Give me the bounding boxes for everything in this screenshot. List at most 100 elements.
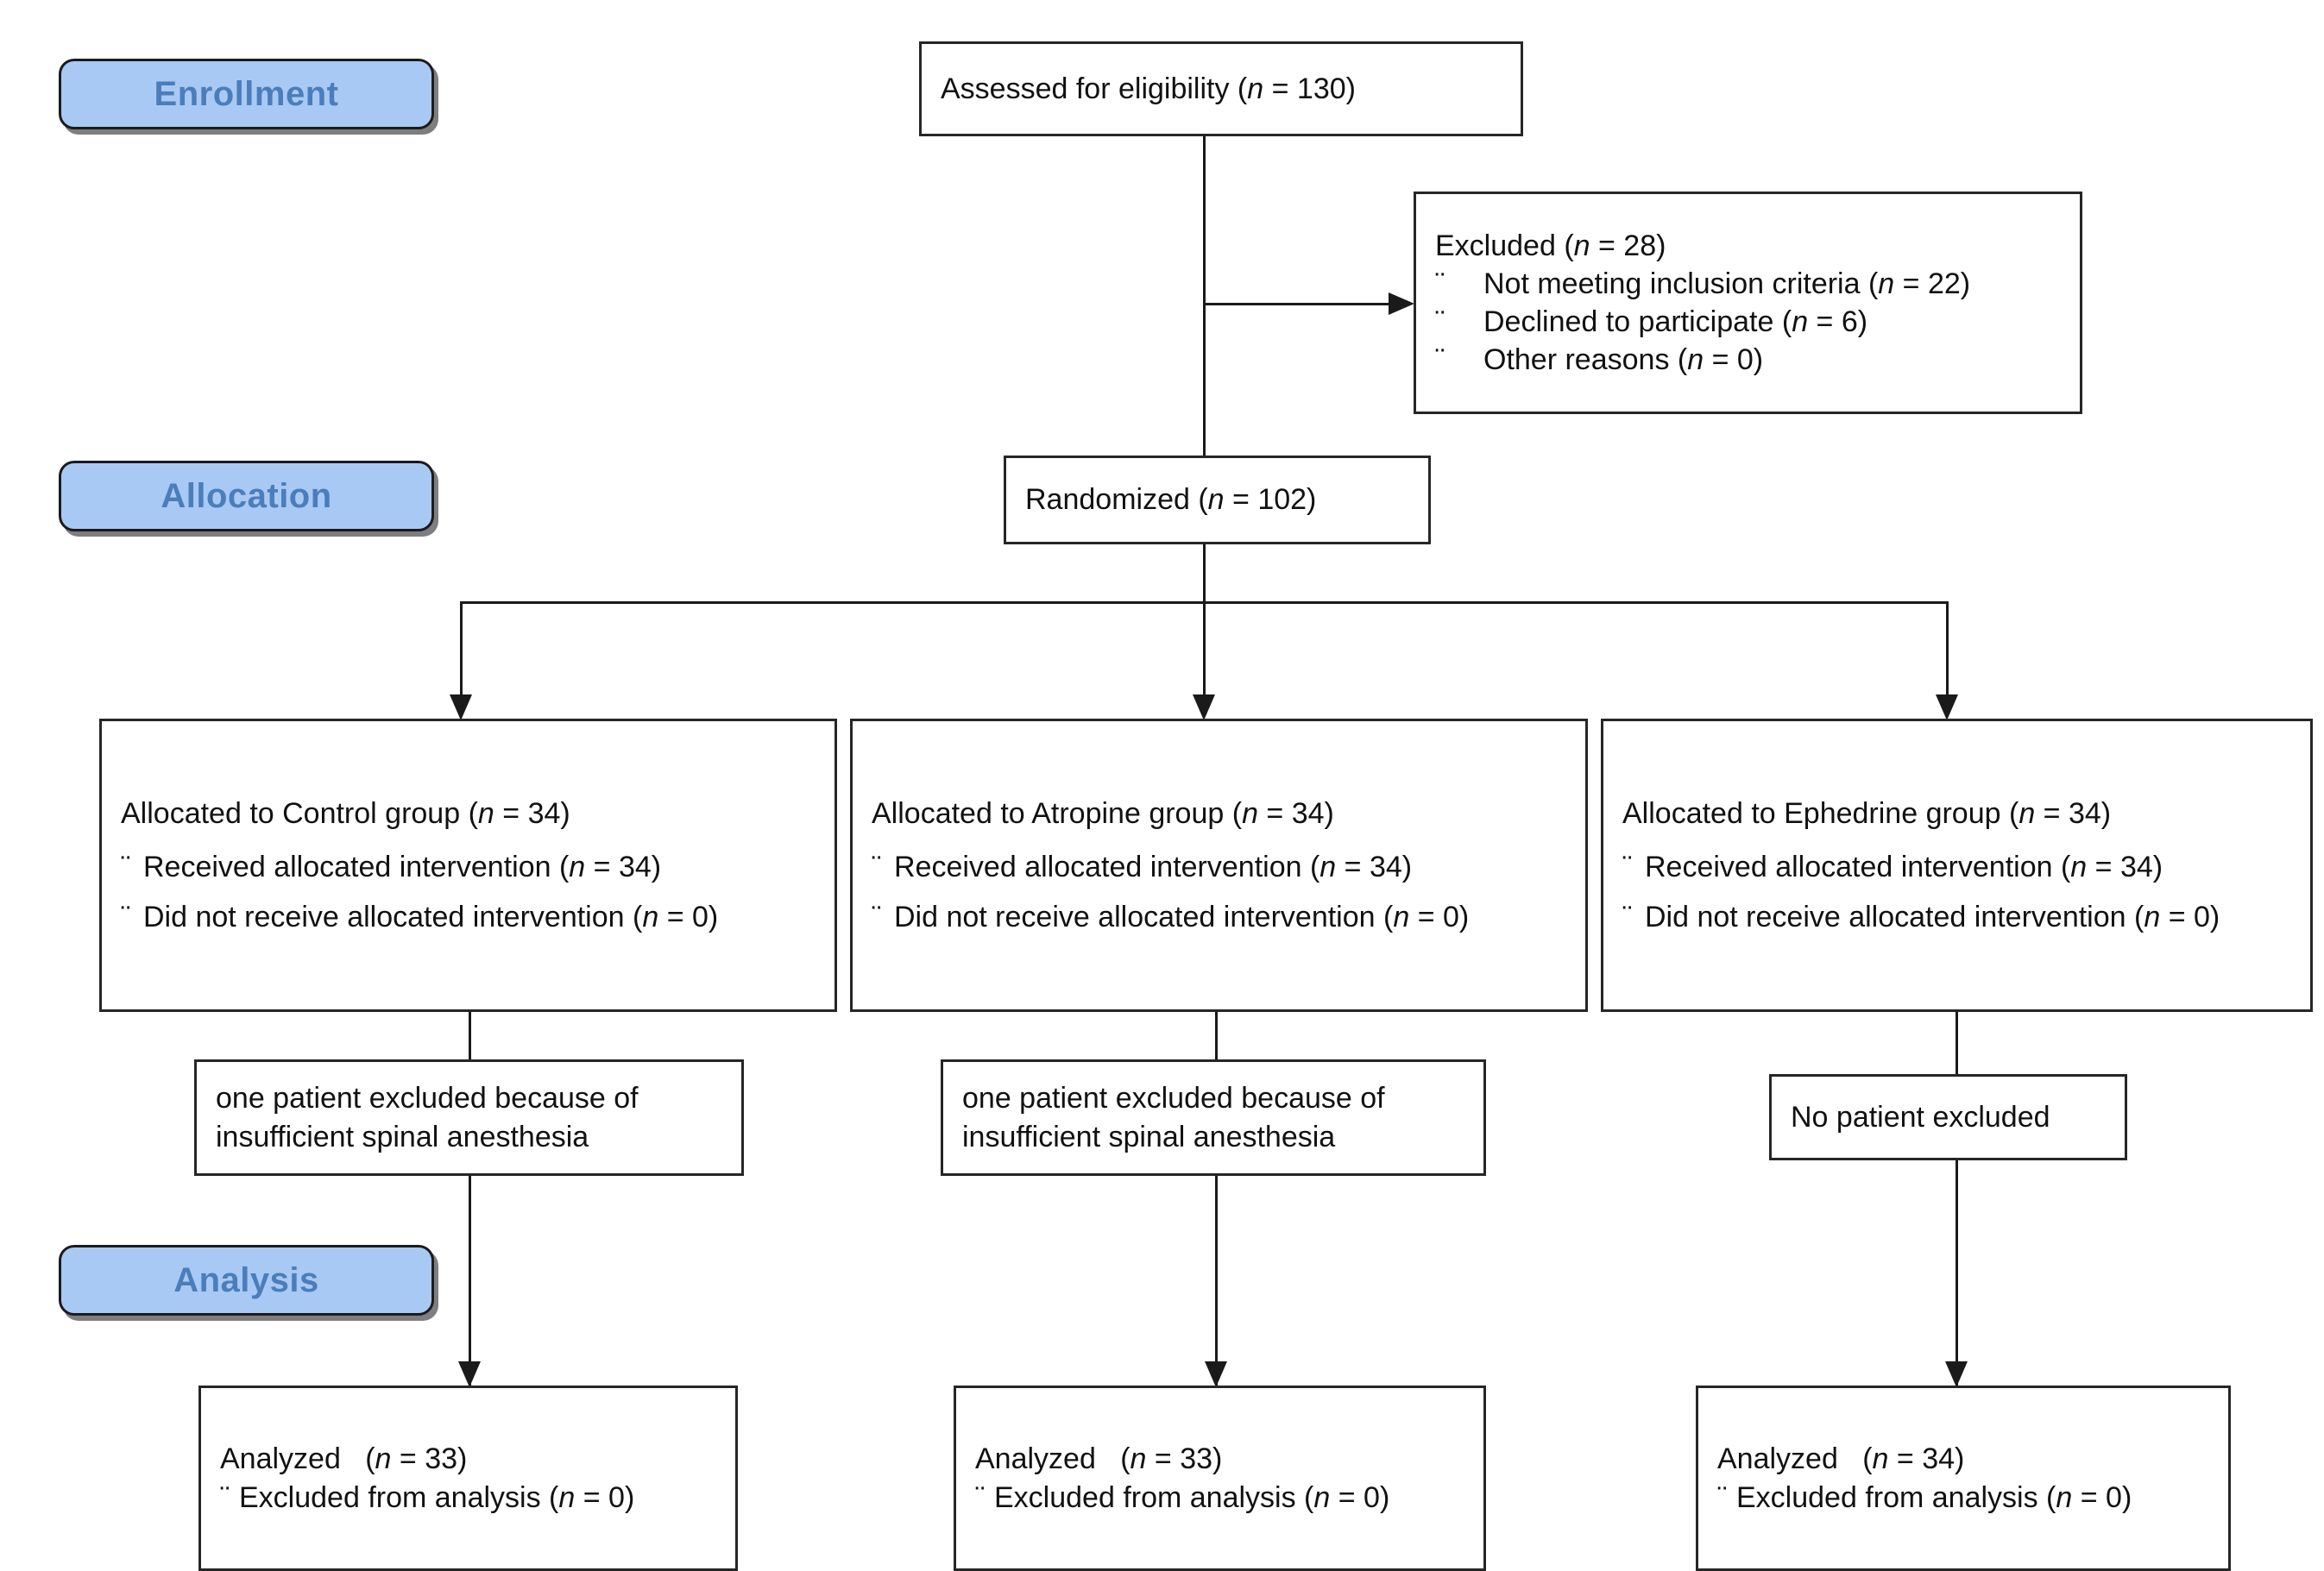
stage-label-enrollment: Enrollment xyxy=(59,59,434,129)
allocated-atropine-heading: Allocated to Atropine group (n = 34) xyxy=(872,795,1573,833)
excluded-reason-n: n xyxy=(1687,343,1704,377)
connector-split-to-atropine xyxy=(1203,601,1206,701)
analyzed-label: Analyzed xyxy=(975,1442,1096,1476)
allocated-heading-suffix: = 34) xyxy=(2035,796,2112,830)
allocated-not-received-text: Did not receive allocated intervention (… xyxy=(143,898,718,936)
bullet-icon: ¨ xyxy=(1435,305,1445,338)
excluded-heading: Excluded (n = 28) xyxy=(1435,227,2068,265)
analysis-excluded-value: = 0) xyxy=(575,1480,635,1514)
randomized-text: Randomized (n = 102) xyxy=(1025,481,1416,518)
arrow-to-analyzed-atropine xyxy=(1205,1361,1227,1387)
excluded-reason-n: n xyxy=(1792,305,1809,338)
connector-randomized-to-split xyxy=(1203,544,1206,603)
node-randomized: Randomized (n = 102) xyxy=(1004,456,1431,544)
allocated-received-text: Received allocated intervention (n = 34) xyxy=(1645,848,2163,886)
excluded-reason-value: = 22) xyxy=(1894,267,1971,300)
analyzed-control-line: Analyzed (n = 33) xyxy=(220,1440,723,1478)
allocated-heading-n: n xyxy=(1242,796,1258,830)
connector-split-to-ephedrine xyxy=(1946,601,1949,701)
analyzed-atropine-line: Analyzed (n = 33) xyxy=(975,1440,1471,1478)
connector-ephedrine-to-analysis xyxy=(1956,1012,1958,1386)
bullet-icon: ¨ xyxy=(975,1480,986,1514)
assessed-n-symbol: n xyxy=(1247,72,1264,105)
analyzed-open-paren: ( xyxy=(1120,1442,1131,1476)
excluded-reason-text: Not meeting inclusion criteria (n = 22) xyxy=(1483,265,1970,303)
allocated-control-heading: Allocated to Control group (n = 34) xyxy=(121,795,822,833)
allocated-received-prefix: Received allocated intervention ( xyxy=(1645,850,2071,883)
allocated-not-received-n: n xyxy=(2144,901,2161,934)
allocated-heading-prefix: Allocated to Ephedrine group ( xyxy=(1622,796,2019,830)
allocated-not-received-suffix: = 0) xyxy=(2160,901,2220,934)
connector-to-excluded xyxy=(1203,303,1389,305)
arrow-to-analyzed-ephedrine xyxy=(1945,1361,1968,1387)
allocated-not-received-prefix: Did not receive allocated intervention ( xyxy=(894,901,1394,934)
excluded-reason-label: Not meeting inclusion criteria ( xyxy=(1483,267,1879,300)
connector-control-to-analysis xyxy=(469,1012,471,1386)
allocated-received-prefix: Received allocated intervention ( xyxy=(894,850,1320,883)
analysis-excluded-text: Excluded from analysis (n = 0) xyxy=(994,1479,1389,1517)
excluded-heading-n: n xyxy=(1573,229,1590,262)
stage-label-analysis: Analysis xyxy=(59,1245,434,1316)
bullet-icon: ¨ xyxy=(220,1480,230,1514)
allocated-not-received-item: ¨ Did not receive allocated intervention… xyxy=(872,898,1573,936)
node-followup-ephedrine: No patient excluded xyxy=(1769,1074,2127,1160)
arrow-to-ephedrine-group xyxy=(1936,694,1958,720)
stage-label-analysis-text: Analysis xyxy=(173,1261,319,1299)
excluded-reason-n: n xyxy=(1878,267,1895,300)
randomized-text-suffix: = 102) xyxy=(1224,483,1317,517)
randomized-n-symbol: n xyxy=(1207,483,1225,517)
analysis-excluded-text: Excluded from analysis (n = 0) xyxy=(239,1479,634,1517)
allocated-received-item: ¨ Received allocated intervention (n = 3… xyxy=(121,848,822,886)
arrow-to-excluded xyxy=(1389,292,1414,315)
bullet-icon: ¨ xyxy=(121,901,131,934)
allocated-received-text: Received allocated intervention (n = 34) xyxy=(143,848,661,886)
allocated-not-received-item: ¨ Did not receive allocated intervention… xyxy=(121,898,822,936)
bullet-icon: ¨ xyxy=(1622,901,1633,934)
followup-control-line1: one patient excluded because of xyxy=(216,1082,639,1115)
allocated-not-received-item: ¨ Did not receive allocated intervention… xyxy=(1622,898,2298,936)
excluded-reason-item: ¨ Other reasons (n = 0) xyxy=(1435,341,2068,379)
analysis-excluded-text: Excluded from analysis (n = 0) xyxy=(1736,1479,2132,1517)
allocated-received-suffix: = 34) xyxy=(585,850,662,883)
analysis-excluded-label: Excluded from analysis ( xyxy=(239,1480,559,1514)
allocated-heading-n: n xyxy=(477,796,494,830)
allocated-received-n: n xyxy=(1319,850,1337,883)
node-followup-atropine: one patient excluded because of insuffic… xyxy=(941,1059,1486,1176)
node-allocated-atropine: Allocated to Atropine group (n = 34) ¨ R… xyxy=(850,719,1588,1012)
followup-atropine-line2: insufficient spinal anesthesia xyxy=(962,1120,1336,1153)
node-allocated-ephedrine: Allocated to Ephedrine group ( n = 34) ¨ … xyxy=(1601,719,2313,1012)
allocated-received-suffix: = 34) xyxy=(1336,850,1413,883)
bullet-icon: ¨ xyxy=(1717,1480,1728,1514)
followup-control-line2: insufficient spinal anesthesia xyxy=(216,1120,589,1153)
allocated-heading-suffix: = 34) xyxy=(494,796,570,830)
excluded-reason-value: = 6) xyxy=(1808,305,1868,338)
allocated-not-received-text: Did not receive allocated intervention (… xyxy=(894,898,1469,936)
analyzed-control-excluded: ¨ Excluded from analysis (n = 0) xyxy=(220,1479,723,1517)
excluded-reason-label: Other reasons ( xyxy=(1483,343,1688,377)
stage-label-allocation-text: Allocation xyxy=(161,477,332,515)
arrow-to-atropine-group xyxy=(1193,694,1215,720)
bullet-icon: ¨ xyxy=(1435,343,1445,377)
stage-label-enrollment-text: Enrollment xyxy=(154,75,339,113)
analyzed-label: Analyzed xyxy=(220,1442,341,1476)
allocated-received-n: n xyxy=(569,850,586,883)
followup-atropine-line1: one patient excluded because of xyxy=(962,1082,1385,1115)
assessed-text-suffix: = 130) xyxy=(1263,72,1356,105)
excluded-heading-prefix: Excluded ( xyxy=(1435,229,1574,262)
allocated-not-received-n: n xyxy=(642,901,659,934)
arrow-to-analyzed-control xyxy=(458,1361,481,1387)
allocated-received-item: ¨ Received allocated intervention (n = 3… xyxy=(872,848,1573,886)
allocated-heading-suffix: = 34) xyxy=(1257,796,1334,830)
bullet-icon: ¨ xyxy=(1435,267,1445,300)
followup-ephedrine-line1: No patient excluded xyxy=(1791,1100,2050,1134)
node-analyzed-control: Analyzed (n = 33) ¨ Excluded from analys… xyxy=(198,1386,738,1571)
analyzed-label: Analyzed xyxy=(1717,1442,1838,1476)
connector-assessed-to-randomized xyxy=(1203,136,1206,474)
excluded-reason-item: ¨ Not meeting inclusion criteria (n = 22… xyxy=(1435,265,2068,303)
bullet-icon: ¨ xyxy=(1622,850,1633,883)
allocated-heading-prefix: Allocated to Control group ( xyxy=(121,796,478,830)
allocated-not-received-text: Did not receive allocated intervention (… xyxy=(1645,898,2220,936)
randomized-text-prefix: Randomized ( xyxy=(1025,483,1208,517)
bullet-icon: ¨ xyxy=(121,850,131,883)
